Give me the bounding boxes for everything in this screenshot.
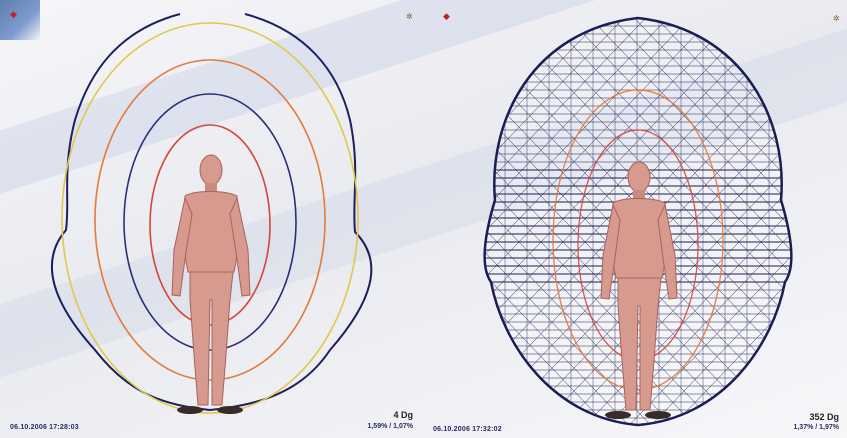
left-aura-rings [0, 0, 423, 438]
mesh-line [423, 0, 465, 438]
marker-gear-icon: ✲ [406, 12, 413, 21]
right-aura-mesh [423, 0, 847, 438]
timestamp: 06.10.2006 17:28:03 [10, 424, 79, 431]
marker-gear-icon: ✲ [833, 14, 840, 23]
mesh-line [815, 0, 847, 438]
mesh-line [837, 0, 847, 438]
mesh-line [837, 0, 847, 438]
mesh-line [793, 0, 847, 438]
mesh-line [793, 0, 847, 438]
mesh-line [423, 0, 465, 438]
angle-readout: 4 Dg [393, 410, 413, 420]
timestamp: 06.10.2006 17:32:02 [433, 426, 502, 433]
angle-readout: 352 Dg [809, 412, 839, 422]
left-aura-panel: ◆ ✲ 06.10.2006 17:28:03 4 Dg 1,59% / 1,0… [0, 0, 423, 438]
mesh-line [423, 0, 487, 438]
marker-red-icon: ◆ [10, 10, 17, 19]
percent-readout: 1,37% / 1,97% [793, 424, 839, 431]
mesh-line [423, 0, 443, 438]
marker-red-icon: ◆ [443, 12, 450, 21]
mesh-line [423, 0, 487, 438]
right-aura-panel: ◆ ✲ 06.10.2006 17:32:02 352 Dg 1,37% / 1… [423, 0, 847, 438]
mesh-line [815, 0, 847, 438]
percent-readout: 1,59% / 1,07% [367, 423, 413, 430]
mesh-line [423, 0, 443, 438]
